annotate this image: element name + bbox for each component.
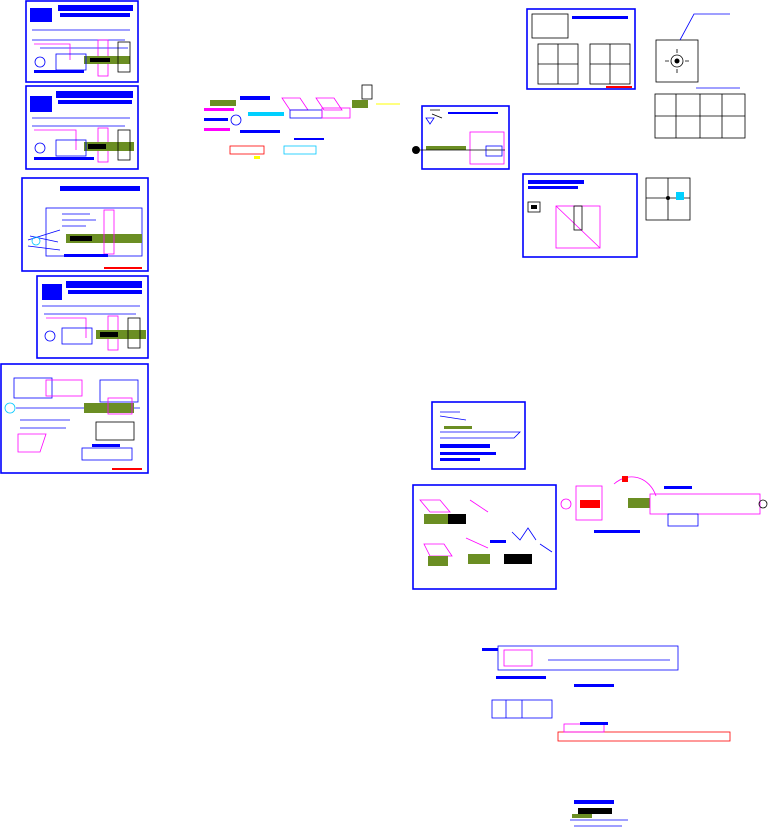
sheet-left-5[interactable] <box>0 363 149 474</box>
sheet-left-4[interactable] <box>36 275 149 359</box>
detail-bottom-small[interactable] <box>570 800 628 827</box>
detail-grid-plate[interactable] <box>654 87 746 139</box>
sheet-mid-small[interactable] <box>431 401 526 470</box>
sheet-shaft[interactable] <box>412 105 510 170</box>
sheet-section-detail[interactable] <box>522 173 638 258</box>
detail-flange-plate[interactable] <box>655 13 730 83</box>
assembly-right-mid[interactable] <box>560 476 768 533</box>
sheet-left-3[interactable] <box>21 177 149 272</box>
sheet-mid-parts[interactable] <box>412 484 557 590</box>
detail-cross-joint[interactable] <box>645 177 691 221</box>
sheet-left-1[interactable] <box>25 0 139 83</box>
assembly-bottom-long[interactable] <box>482 645 731 742</box>
sheet-top-right-plan[interactable] <box>526 8 636 90</box>
sheet-left-2[interactable] <box>25 85 139 170</box>
assembly-center-top[interactable] <box>204 84 400 159</box>
